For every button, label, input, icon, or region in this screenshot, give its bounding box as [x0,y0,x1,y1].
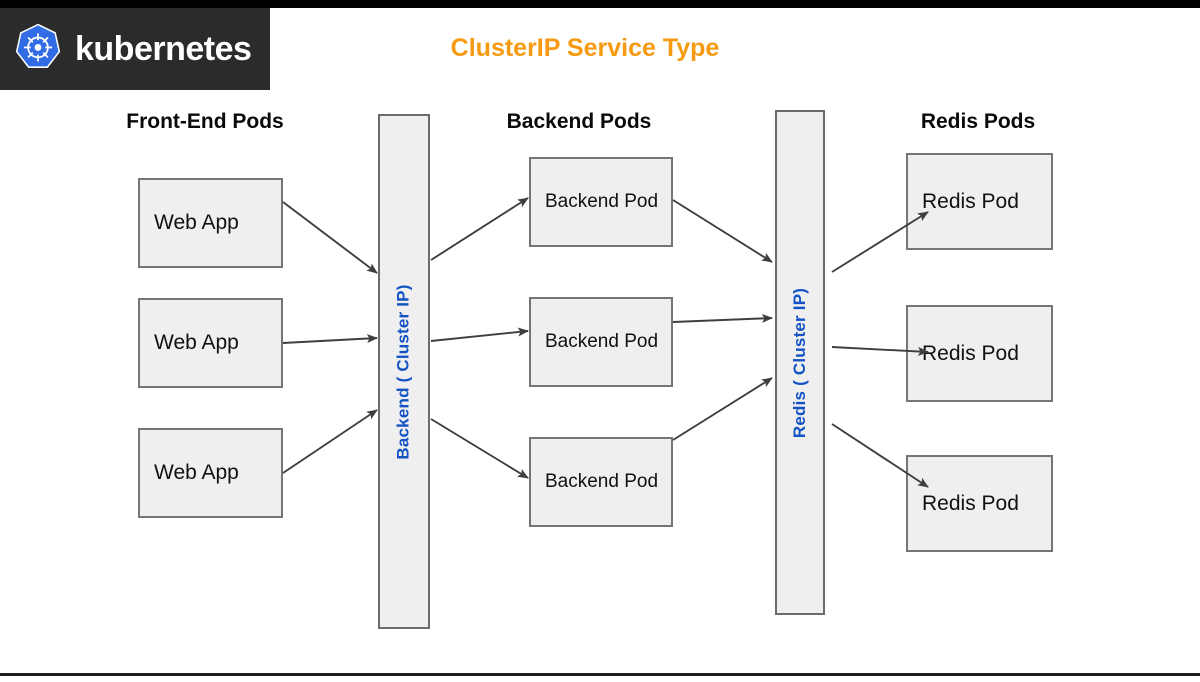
arrow-frontend3-to-backend-service [282,409,378,474]
arrow-frontend2-to-backend-service [282,334,378,344]
redis-pod-box-1[interactable]: Redis Pod [906,153,1053,250]
backend-pod-box-1[interactable]: Backend Pod [529,157,673,247]
arrow-backendpod1-to-redis-service [672,199,773,263]
arrow-frontend1-to-backend-service [282,201,378,274]
page-title: ClusterIP Service Type [450,34,720,62]
arrow-backend-service-to-backendpod3 [430,418,529,479]
redis-pod-box-2[interactable]: Redis Pod [906,305,1053,402]
column-heading-redis: Redis Pods [920,110,1036,133]
bottom-divider [0,673,1200,676]
arrow-backendpod2-to-redis-service [672,313,773,323]
backend-pod-label: Backend Pod [545,471,659,492]
redis-clusterip-service-label: Redis ( Cluster IP) [790,287,809,438]
frontend-pod-label: Web App [154,461,239,484]
column-heading-backend: Backend Pods [506,110,652,133]
frontend-pod-label: Web App [154,211,239,234]
frontend-pod-label: Web App [154,331,239,354]
backend-pod-label: Backend Pod [545,331,659,352]
frontend-pod-box-1[interactable]: Web App [138,178,283,268]
kubernetes-wordmark: kubernetes [75,29,252,68]
backend-pod-label: Backend Pod [545,191,659,212]
top-black-strip [0,0,1200,8]
frontend-pod-box-2[interactable]: Web App [138,298,283,388]
redis-pod-label: Redis Pod [922,491,1019,515]
kubernetes-brand-header: kubernetes [0,8,270,90]
arrow-backendpod3-to-redis-service [672,377,773,441]
redis-pod-box-3[interactable]: Redis Pod [906,455,1053,552]
arrow-backend-service-to-backendpod1 [430,197,529,261]
backend-clusterip-service-label: Backend ( Cluster IP) [394,283,414,460]
kubernetes-helm-wheel-icon [15,23,61,68]
backend-pod-box-2[interactable]: Backend Pod [529,297,673,387]
redis-pod-label: Redis Pod [922,341,1019,365]
redis-clusterip-service-bar[interactable]: Redis ( Cluster IP) [775,110,825,615]
backend-pod-box-3[interactable]: Backend Pod [529,437,673,527]
frontend-pod-box-3[interactable]: Web App [138,428,283,518]
arrow-backend-service-to-backendpod2 [430,327,529,342]
redis-pod-label: Redis Pod [922,189,1019,213]
backend-clusterip-service-bar[interactable]: Backend ( Cluster IP) [378,114,430,629]
column-heading-frontend: Front-End Pods [126,110,284,133]
